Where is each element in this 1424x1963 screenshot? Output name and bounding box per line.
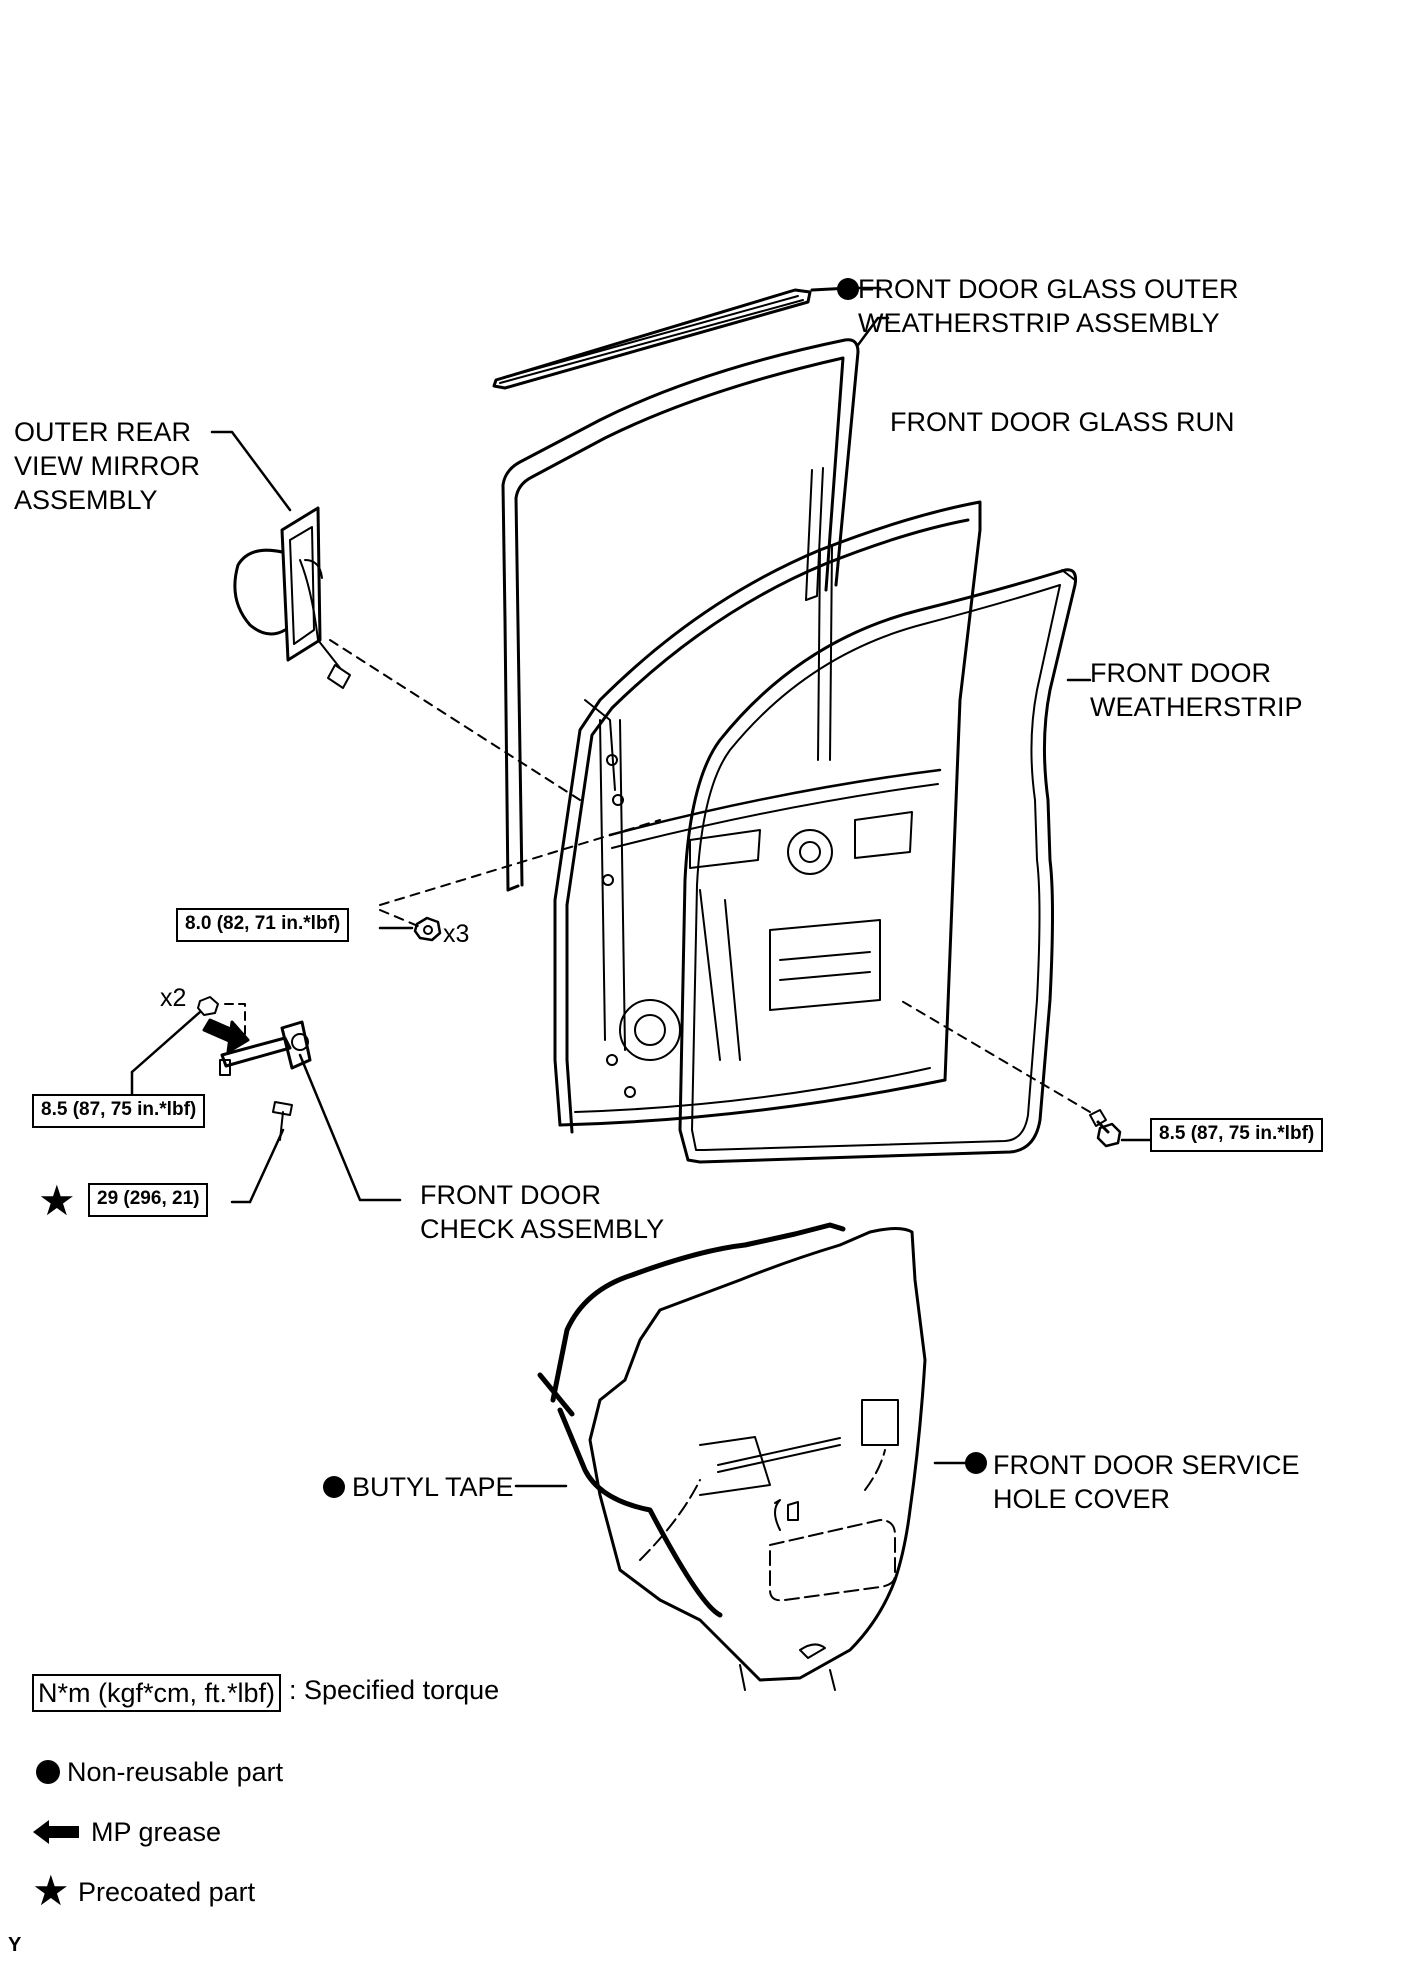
label-door-check: FRONT DOOR CHECK ASSEMBLY [420,1180,665,1244]
label-mirror: OUTER REAR VIEW MIRROR ASSEMBLY [14,417,200,515]
quantity-mirror-nut: x3 [443,920,470,948]
mp-grease-legend-icon [33,1818,81,1851]
label-outer-weatherstrip: FRONT DOOR GLASS OUTER WEATHERSTRIP ASSE… [837,272,1239,340]
glass-run-drawing [501,316,890,892]
torque-mirror-nut: 8.0 (82, 71 in.*lbf) [176,908,350,942]
non-reusable-mark-icon [837,278,859,300]
mirror-drawing [210,430,351,689]
torque-door-bolt: 8.5 (87, 75 in.*lbf) [1150,1118,1324,1152]
non-reusable-mark-icon [965,1452,987,1474]
dashed-guides [329,639,1091,1113]
legend-non-reusable: Non-reusable part [67,1757,284,1787]
torque-check-bolt: 29 (296, 21) [88,1183,209,1217]
torque-leaders [130,678,1152,1204]
fasteners-drawing [413,916,1122,1148]
legend-torque-text: : Specified torque [289,1675,500,1705]
drawing-code: Y [8,1934,22,1956]
label-door-weatherstrip: FRONT DOOR WEATHERSTRIP [1090,658,1303,722]
service-hole-cover-drawing [514,1222,967,1691]
label-butyl-tape: BUTYL TAPE [352,1472,514,1502]
label-service-hole-cover: FRONT DOOR SERVICE HOLE COVER [993,1450,1300,1514]
legend-torque-box: N*m (kgf*cm, ft.*lbf) [32,1674,282,1712]
outer-weatherstrip-drawing [492,286,852,390]
precoated-mark-icon: ★ [38,1177,76,1224]
label-glass-run: FRONT DOOR GLASS RUN [890,407,1235,437]
precoated-legend-icon: ★ [32,1867,70,1914]
non-reusable-mark-icon [323,1476,345,1498]
legend-mp-grease: MP grease [91,1817,222,1847]
torque-check-nut: 8.5 (87, 75 in.*lbf) [32,1094,206,1128]
door-weatherstrip-drawing [678,568,1077,1164]
legend-precoated: Precoated part [78,1877,256,1907]
quantity-check-nut: x2 [160,984,187,1012]
non-reusable-legend-icon [36,1760,60,1784]
door-check-drawing [197,996,402,1202]
door-panel-drawing [553,500,982,1134]
